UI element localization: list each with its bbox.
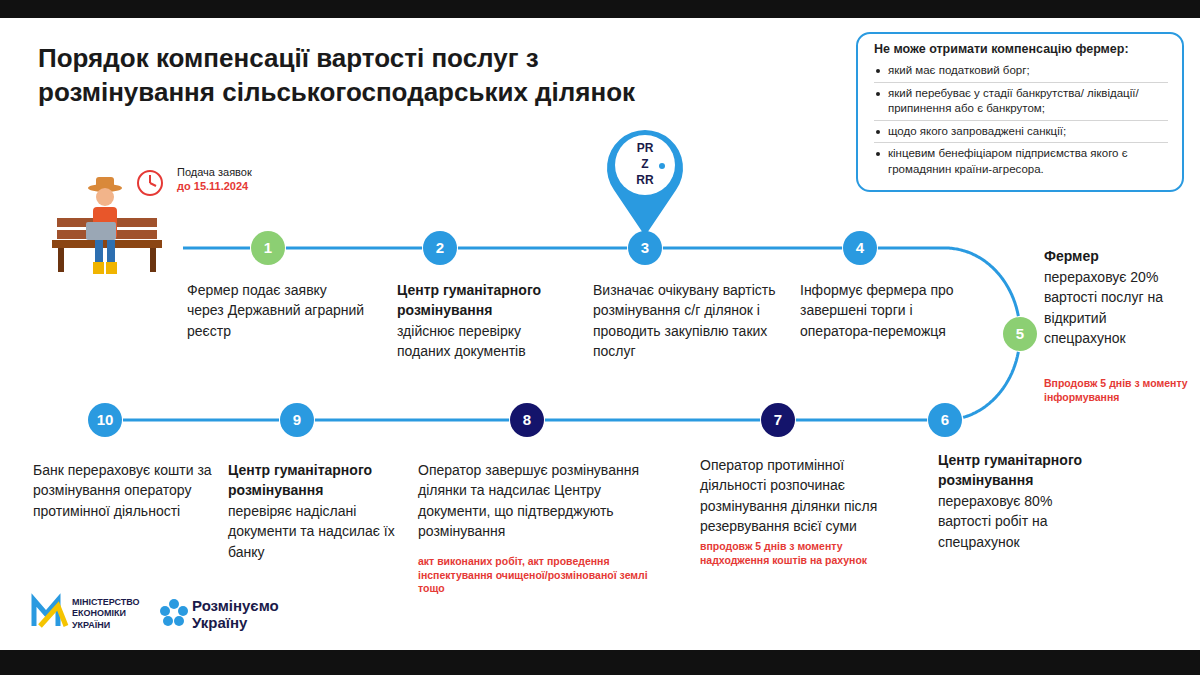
logo-text: RR xyxy=(627,173,663,187)
bullet xyxy=(876,130,880,134)
step-description: Банк перераховує кошти за розмінування о… xyxy=(33,460,223,521)
ministry-logo xyxy=(34,600,66,626)
step-description: Інформує фермера про завершені торги і о… xyxy=(800,280,960,341)
step-description: перевіряє надіслані документи та надсила… xyxy=(228,501,403,562)
timeline-connector xyxy=(545,419,760,422)
map-pin xyxy=(607,130,683,236)
step-number: 2 xyxy=(423,231,457,265)
logo-text: Z xyxy=(627,157,663,171)
step-number: 5 xyxy=(1003,317,1037,351)
step-description: Центр гуманітарного розмінування xyxy=(397,280,577,321)
timeline-connector xyxy=(963,352,1018,418)
demining-logo xyxy=(160,599,188,626)
step-circle: 10Банк перераховує кошти за розмінування… xyxy=(88,403,122,437)
exclusion-item: щодо якого запроваджені санкції; xyxy=(874,121,1168,144)
step-circle: 8Оператор завершує розмінування ділянки … xyxy=(510,403,544,437)
exclusion-box: Не може отримати компенсацію фермер: який… xyxy=(856,32,1184,192)
step-circle: 1Фермер подає заявку через Державний агр… xyxy=(251,231,285,265)
timeline-connector xyxy=(315,419,509,422)
step-circle: 3Визначає очікувану вартість розмінуванн… xyxy=(628,231,662,265)
step-circle: 5Фермерперераховує 20% вартості послуг н… xyxy=(1003,317,1037,351)
bottom-bar xyxy=(0,650,1200,675)
deadline-note: Впродовж 5 днів з моменту інформування xyxy=(1044,377,1194,404)
timeline-connector xyxy=(458,247,627,250)
title: Порядок компенсації вартості послуг з ро… xyxy=(38,42,708,110)
step-description: Оператор протимінної діяльності розпочин… xyxy=(700,455,895,536)
timeline-connector xyxy=(796,419,927,422)
step-description: Оператор завершує розмінування ділянки т… xyxy=(418,460,673,541)
timeline-start xyxy=(183,247,250,250)
step-description: Центр гуманітарного розмінування xyxy=(938,450,1118,491)
exclusion-item: який перебуває у стадії банкрутства/ лік… xyxy=(874,83,1168,121)
deadline-note: впродовж 5 днів з моменту надходження ко… xyxy=(700,540,900,567)
step-number: 4 xyxy=(843,231,877,265)
step-circle: 2Центр гуманітарного розмінуванняздійсню… xyxy=(423,231,457,265)
step-number: 8 xyxy=(510,403,544,437)
bullet xyxy=(876,92,880,96)
step-description: перераховує 80% вартості робіт на спецра… xyxy=(938,491,1103,552)
step-circle: 7Оператор протимінної діяльності розпочи… xyxy=(761,403,795,437)
step-description: перераховує 20% вартості послуг на відкр… xyxy=(1044,267,1174,348)
bullet xyxy=(876,69,880,73)
step-description: Визначає очікувану вартість розмінування… xyxy=(593,280,783,361)
exclusion-item: кінцевим бенефіціаром підприємства якого… xyxy=(874,143,1168,180)
step-description: Центр гуманітарного розмінування xyxy=(228,460,403,501)
step-number: 3 xyxy=(628,231,662,265)
step-description: здійснює перевірку поданих документів xyxy=(397,321,577,362)
deadline-note: акт виконаних робіт, акт проведення інсп… xyxy=(418,555,653,596)
bullet xyxy=(876,152,880,156)
step-number: 6 xyxy=(928,403,962,437)
timeline-connector xyxy=(663,247,842,250)
initiative-name: Розмінуємо Україну xyxy=(192,598,292,631)
box-heading: Не може отримати компенсацію фермер: xyxy=(874,42,1168,56)
step-circle: 6Центр гуманітарного розмінуванняперерах… xyxy=(928,403,962,437)
farmer-illustration xyxy=(52,177,162,274)
step-number: 1 xyxy=(251,231,285,265)
exclusion-item: який має податковий борг; xyxy=(874,60,1168,83)
step-description: Фермер подає заявку через Державний агра… xyxy=(187,280,367,341)
step-number: 9 xyxy=(280,403,314,437)
step-description: Фермер xyxy=(1044,246,1184,266)
step-number: 10 xyxy=(88,403,122,437)
step-circle: 9Центр гуманітарного розмінуванняперевір… xyxy=(280,403,314,437)
clock-icon xyxy=(138,171,162,195)
step-circle: 4Інформує фермера про завершені торги і … xyxy=(843,231,877,265)
top-bar xyxy=(0,0,1200,18)
deadline-date: до 15.11.2024 xyxy=(177,180,287,192)
timeline-connector xyxy=(123,419,279,422)
ministry-name: МІНІСТЕРСТВО ЕКОНОМІКИ УКРАЇНИ xyxy=(72,597,152,631)
timeline-connector xyxy=(286,247,422,250)
step-number: 7 xyxy=(761,403,795,437)
deadline-label: Подача заявок xyxy=(177,166,287,178)
logo-text: PR xyxy=(627,141,663,155)
